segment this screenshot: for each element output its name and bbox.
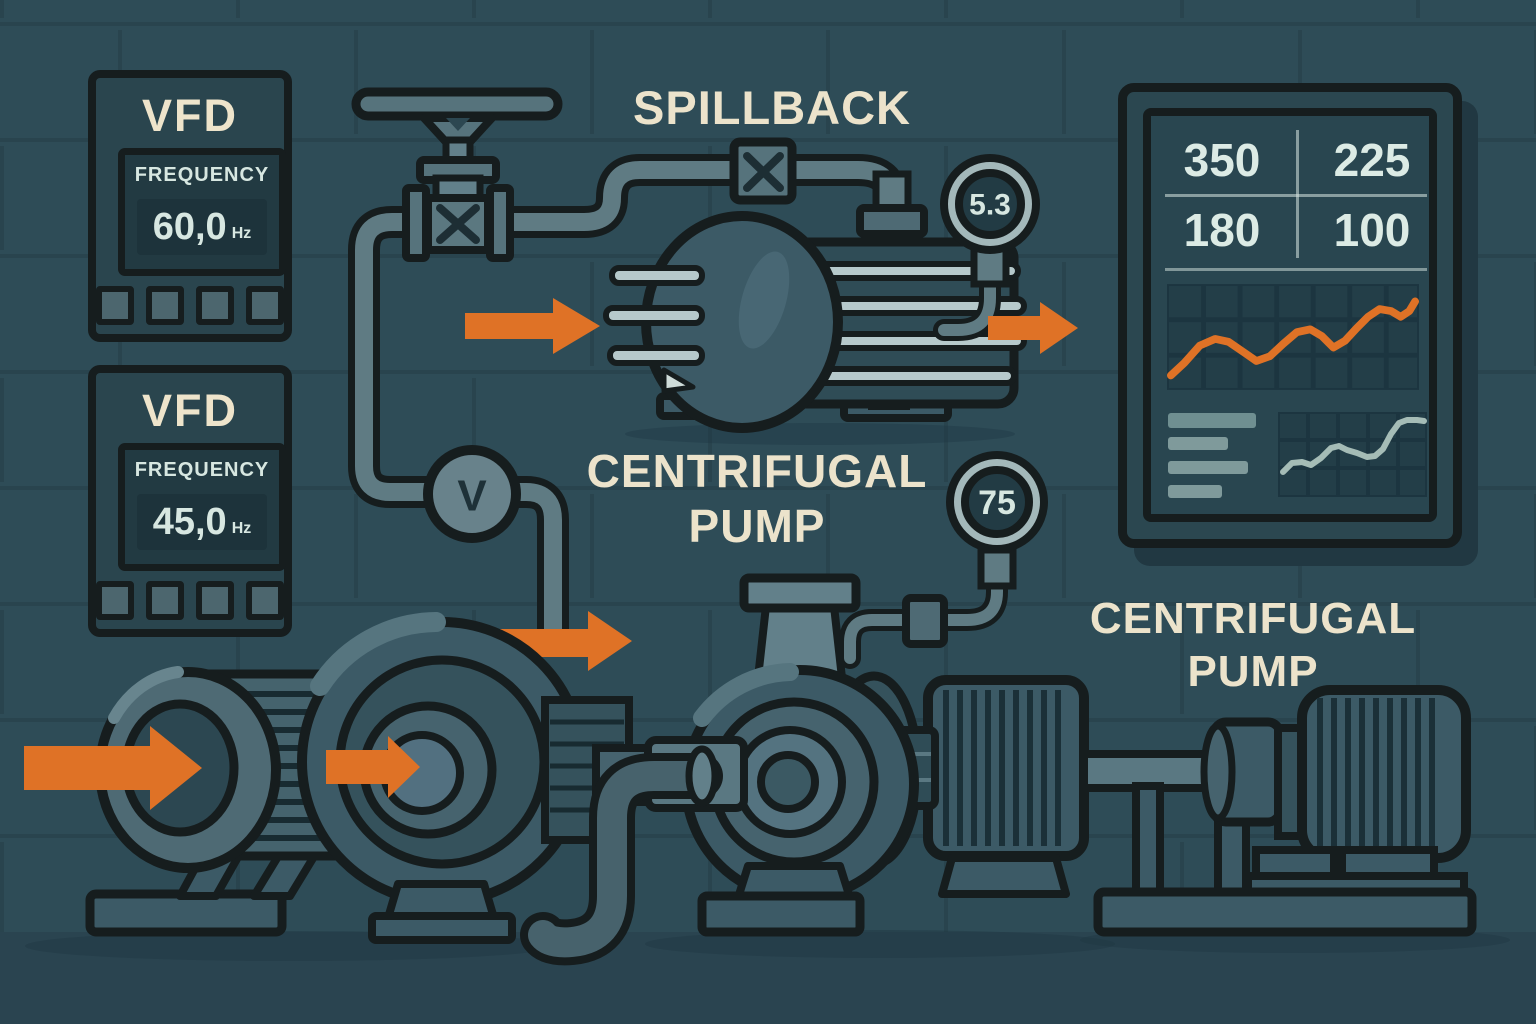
- trend-chart-large: [1167, 284, 1419, 390]
- trend-chart-small: [1278, 412, 1427, 497]
- spillback-motor: [603, 170, 1027, 433]
- center-pump-label-line2: PUMP: [688, 500, 826, 552]
- vfd-lcd: 45,0 Hz: [137, 494, 267, 550]
- monitor-reading: 350: [1183, 134, 1261, 186]
- vfd-button-row: [96, 581, 284, 620]
- spillback-gauge-value: 5.3: [969, 189, 1011, 222]
- left-pump-train: [24, 612, 633, 944]
- discharge-pressure-gauge: 75: [946, 451, 1048, 590]
- vfd-frequency-unit: Hz: [231, 225, 252, 242]
- section-divider: [1165, 268, 1427, 271]
- motor-pin: [607, 345, 705, 366]
- vfd-lcd: 60,0 Hz: [137, 199, 267, 255]
- trend-line-sage: [1280, 417, 1427, 475]
- monitor-text-bar: [1168, 485, 1222, 498]
- right-motor-body: [1297, 685, 1471, 863]
- center-pump-label: CENTRIFUGAL PUMP: [587, 444, 928, 554]
- right-pump-label-line1: CENTRIFUGAL: [1089, 594, 1417, 643]
- discharge-flange: [739, 573, 861, 613]
- vfd-display: FREQUENCY 60,0 Hz: [118, 148, 286, 276]
- vfd-button[interactable]: [146, 286, 184, 325]
- valve-position-gauge: V: [423, 445, 521, 543]
- monitor-reading: 100: [1333, 204, 1411, 256]
- monitor-text-bar: [1168, 413, 1256, 428]
- spillback-pipe-circuit: V: [348, 87, 908, 646]
- motor-pin: [609, 265, 705, 286]
- right-pump-label: CENTRIFUGAL PUMP: [1090, 592, 1416, 698]
- motor-shadow: [625, 423, 1015, 445]
- vfd-button[interactable]: [146, 581, 184, 620]
- vfd-button[interactable]: [96, 286, 134, 325]
- vfd-button-row: [96, 286, 284, 325]
- inline-valve-symbol: [729, 137, 797, 205]
- spillback-pressure-gauge: 5.3: [933, 154, 1040, 341]
- center-pump-label-line1: CENTRIFUGAL: [586, 445, 928, 497]
- monitor-text-bar: [1168, 461, 1248, 474]
- vfd-button[interactable]: [196, 581, 234, 620]
- spillback-label: SPILLBACK: [633, 81, 911, 134]
- valve-handle[interactable]: [351, 87, 563, 121]
- monitor-screen: 350 225 180 100: [1143, 108, 1437, 522]
- floor-shadow: [645, 930, 1115, 958]
- right-pump-label-line2: PUMP: [1187, 647, 1319, 696]
- gate-valve: [351, 87, 563, 262]
- vfd-button[interactable]: [96, 581, 134, 620]
- valve-gauge-value: V: [457, 472, 487, 521]
- vfd-panel-2: VFD FREQUENCY 45,0 Hz: [66, 365, 292, 655]
- flow-arrow: [326, 736, 420, 798]
- wall-monitor: 350 225 180 100: [1118, 83, 1462, 548]
- right-pump-train: [1080, 685, 1477, 937]
- pipe-union: [902, 594, 948, 648]
- vfd-button[interactable]: [246, 581, 284, 620]
- vfd-display-label: FREQUENCY: [134, 459, 270, 481]
- vfd-frequency-value: 45,0: [152, 500, 227, 543]
- flow-arrow: [24, 726, 202, 810]
- vfd-title: VFD: [142, 385, 238, 436]
- motor-pin: [603, 305, 705, 326]
- center-pump-train: [520, 571, 1089, 966]
- vfd-frequency-value: 60,0: [152, 205, 227, 248]
- flow-arrow: [465, 298, 600, 354]
- suction-pipe: [520, 745, 723, 966]
- vfd-display-label: FREQUENCY: [134, 164, 270, 186]
- trend-line-orange: [1167, 297, 1419, 380]
- monitor-reading: 180: [1183, 204, 1261, 256]
- discharge-gauge-value: 75: [978, 484, 1016, 522]
- flow-arrow: [988, 302, 1078, 354]
- monitor-reading: 225: [1333, 134, 1411, 186]
- vfd-frequency-unit: Hz: [231, 520, 252, 537]
- main-pump-volute: [297, 612, 587, 944]
- vfd-button[interactable]: [246, 286, 284, 325]
- reading-divider-horizontal: [1165, 194, 1427, 197]
- floor: [0, 932, 1536, 1024]
- vfd-button[interactable]: [196, 286, 234, 325]
- vfd-display: FREQUENCY 45,0 Hz: [118, 443, 286, 571]
- monitor-text-bar: [1168, 437, 1228, 450]
- vfd-title: VFD: [142, 90, 238, 141]
- vfd-panel-1: VFD FREQUENCY 60,0 Hz: [66, 70, 292, 360]
